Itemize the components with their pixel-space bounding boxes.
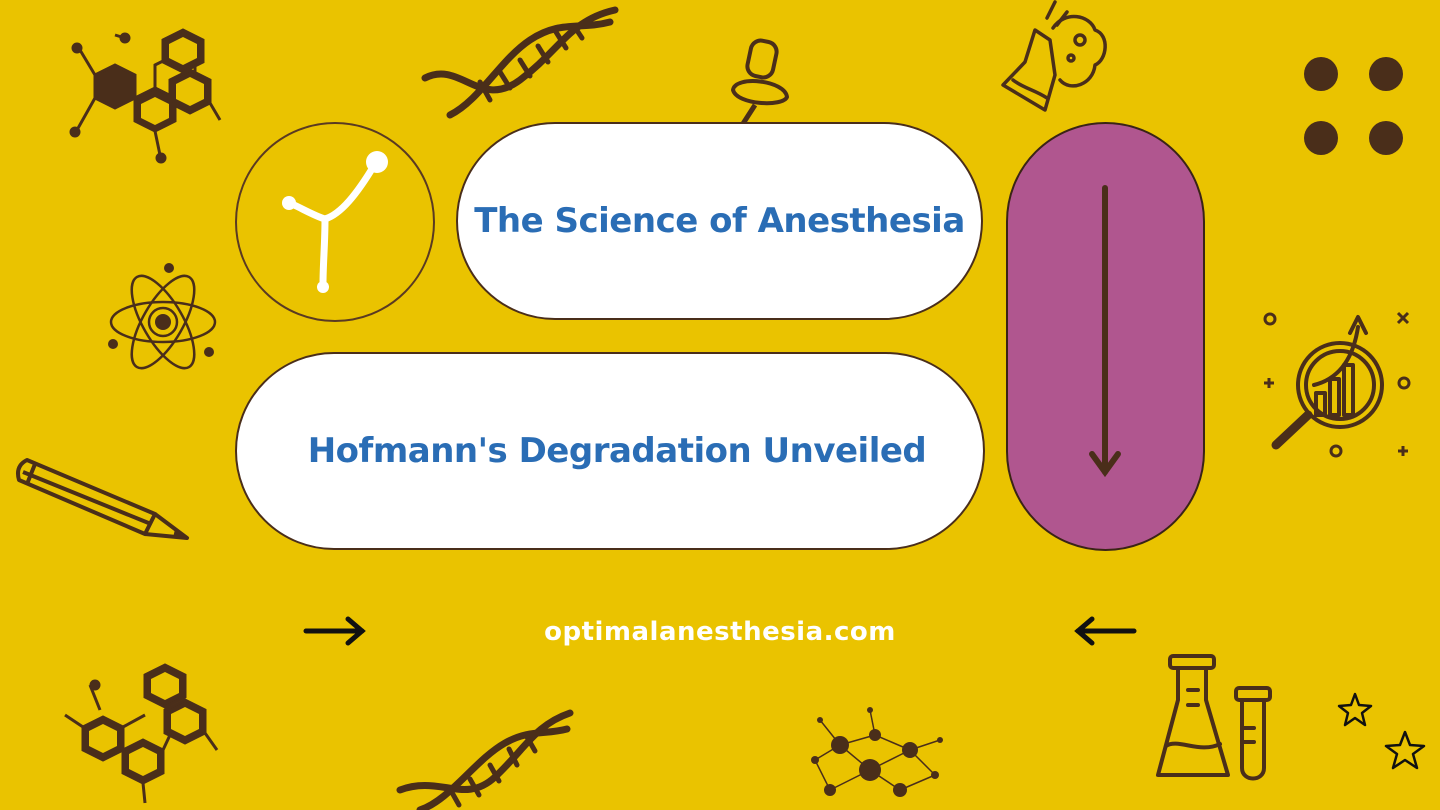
accent-pill (1006, 122, 1205, 551)
arrow-down-icon (1089, 185, 1121, 478)
network-dots-icon (811, 707, 943, 797)
star-icon (1337, 692, 1426, 770)
dna-icon (396, 709, 574, 810)
website-url: optimalanesthesia.com (544, 617, 896, 647)
molecule-badge (235, 122, 435, 322)
page-title: The Science of Anesthesia (474, 201, 965, 241)
atom-icon (108, 263, 217, 370)
arrow-right-icon (303, 616, 366, 646)
molecule-y-icon (282, 151, 388, 293)
arrow-left-icon (1074, 616, 1137, 646)
hexagon-molecule-icon (69, 28, 222, 164)
flask-icon (1001, 0, 1107, 112)
subtitle-pill: Hofmann's Degradation Unveiled (235, 352, 985, 550)
title-pill: The Science of Anesthesia (456, 122, 983, 320)
growth-chart-magnifier-icon (1263, 311, 1411, 458)
dna-icon (421, 6, 619, 119)
four-dots-icon (1304, 57, 1403, 155)
pencil-icon (16, 458, 189, 540)
page-subtitle: Hofmann's Degradation Unveiled (307, 431, 927, 471)
lab-glassware-icon (1156, 654, 1272, 781)
hexagon-molecule-icon (64, 663, 219, 804)
